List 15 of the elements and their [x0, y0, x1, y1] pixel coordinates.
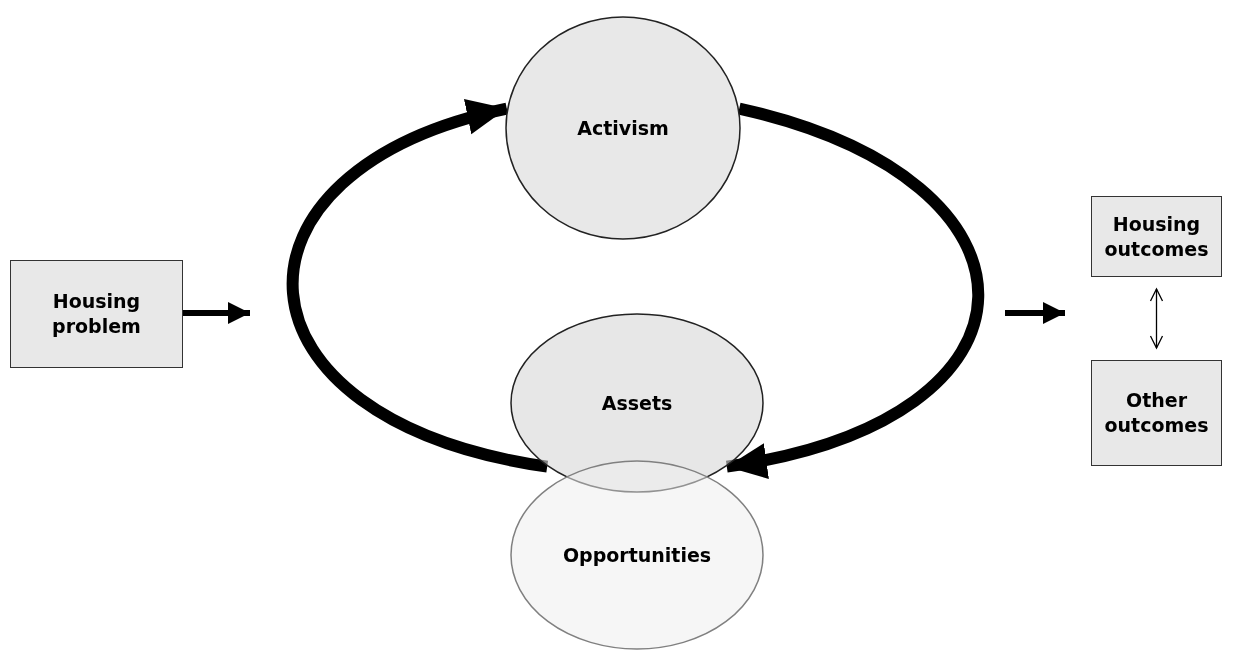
- node-label: Housing outcomes: [1103, 211, 1210, 262]
- node-label: Opportunities: [562, 542, 712, 568]
- arrow: [725, 102, 984, 477]
- arrow: [1149, 288, 1164, 349]
- node-label: Activism: [577, 115, 669, 141]
- node-label: Housing problem: [51, 289, 142, 339]
- arrow: [287, 102, 549, 473]
- process-box: [10, 260, 183, 368]
- arrow: [183, 302, 250, 324]
- stage-ellipse: [510, 460, 764, 650]
- node-label: Assets: [601, 390, 673, 416]
- outcome-box: [1091, 196, 1222, 277]
- node-label: Other outcomes: [1103, 388, 1210, 438]
- stage-ellipse: [505, 16, 741, 240]
- outcome-box: [1091, 360, 1222, 466]
